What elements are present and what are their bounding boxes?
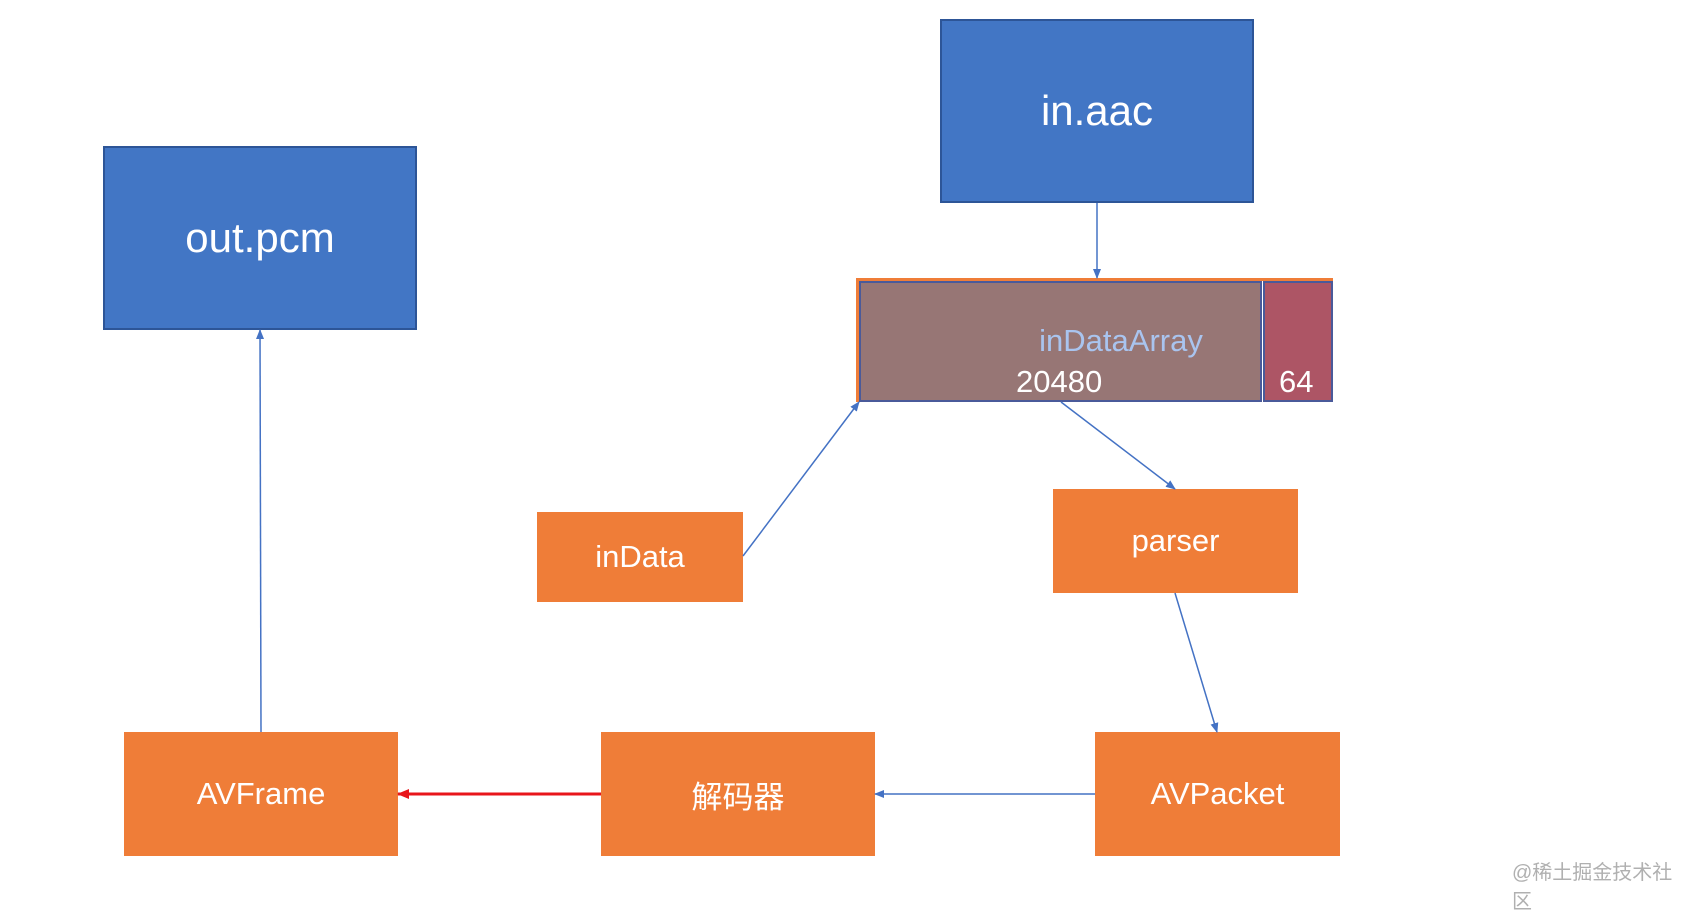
in-data-box: inData bbox=[537, 512, 743, 602]
out-pcm-box: out.pcm bbox=[103, 146, 417, 330]
watermark: @稀土掘金技术社区 bbox=[1512, 862, 1673, 913]
arrow-av-frame-to-out-pcm bbox=[256, 329, 265, 733]
in-data-array-box: inDataArray 20480 bbox=[859, 281, 1262, 402]
in-data-array-padding-label: 64 bbox=[1279, 364, 1314, 399]
arrow-parser-to-av-packet bbox=[1174, 592, 1219, 733]
av-packet-label: AVPacket bbox=[1150, 776, 1285, 811]
in-aac-box: in.aac bbox=[940, 19, 1254, 203]
in-aac-label: in.aac bbox=[1040, 87, 1154, 134]
decoder-label: 解码器 bbox=[691, 779, 785, 815]
in-data-array-label: inDataArray bbox=[1039, 323, 1203, 358]
parser-box: parser bbox=[1053, 489, 1298, 593]
parser-label: parser bbox=[1131, 523, 1220, 558]
in-data-label: inData bbox=[595, 539, 685, 574]
out-pcm-label: out.pcm bbox=[185, 214, 335, 261]
av-packet-box: AVPacket bbox=[1095, 732, 1340, 856]
arrow-in-data-array-to-parser bbox=[1060, 401, 1176, 490]
in-data-array-buffer-outline bbox=[856, 278, 1333, 402]
av-frame-box: AVFrame bbox=[124, 732, 398, 856]
decoder-box: 解码器 bbox=[601, 732, 875, 856]
arrow-in-data-to-in-data-array bbox=[742, 401, 860, 557]
av-frame-label: AVFrame bbox=[196, 776, 326, 811]
in-data-array-padding-box: 64 bbox=[1263, 281, 1333, 402]
in-data-array-size: 20480 bbox=[1016, 364, 1103, 399]
